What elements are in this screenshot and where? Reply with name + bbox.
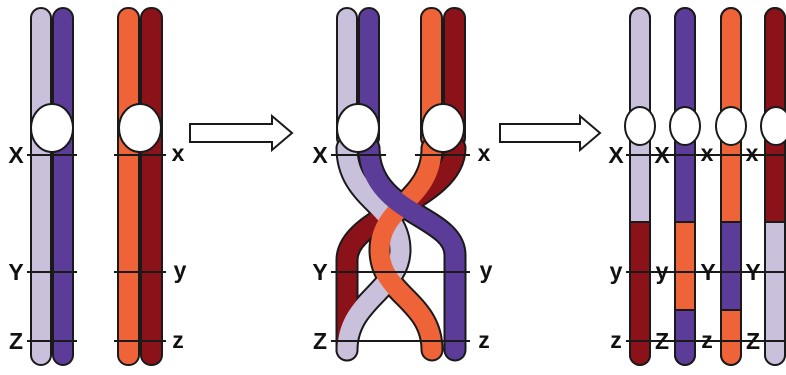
centromere bbox=[625, 107, 655, 145]
gene-label: Z bbox=[655, 328, 669, 354]
right-arrow-icon bbox=[500, 116, 600, 150]
gene-label: y bbox=[610, 258, 623, 284]
gene-label: x bbox=[701, 140, 714, 166]
gene-label: Z bbox=[746, 328, 760, 354]
gene-label: z bbox=[610, 327, 622, 353]
gene-label: z bbox=[172, 327, 184, 353]
gene-label: Z bbox=[9, 328, 23, 354]
gene-label: y bbox=[480, 257, 493, 283]
gene-label: z bbox=[478, 327, 490, 353]
gene-label: X bbox=[654, 142, 670, 168]
gene-label: Y bbox=[745, 259, 760, 285]
gene-label: X bbox=[8, 142, 24, 168]
chromatid-dark-red bbox=[141, 8, 162, 365]
gene-label: X bbox=[312, 142, 328, 168]
gene-label: x bbox=[746, 140, 759, 166]
gene-label: Y bbox=[8, 259, 23, 285]
recombinant-chromatid-3 bbox=[721, 8, 741, 365]
centromere bbox=[422, 104, 464, 152]
panel-crossing: X Y Z x y z bbox=[312, 8, 492, 354]
centromere bbox=[31, 104, 73, 152]
centromere bbox=[670, 107, 700, 145]
gene-label: Y bbox=[312, 259, 327, 285]
recombinant-chromatid-4 bbox=[765, 8, 785, 365]
chromatid-light-purple bbox=[31, 8, 51, 365]
recombinant-chromatid-1 bbox=[630, 8, 650, 365]
centromere bbox=[337, 104, 379, 152]
centromere bbox=[761, 107, 786, 145]
gene-label: Y bbox=[700, 259, 715, 285]
gene-label: X bbox=[608, 142, 624, 168]
chromosome-maternal bbox=[27, 8, 77, 365]
chromosome-paternal bbox=[114, 8, 166, 365]
chromatid-dark-purple bbox=[53, 8, 73, 365]
right-arrow-icon bbox=[190, 116, 292, 150]
gene-label: y bbox=[174, 257, 187, 283]
centromere bbox=[119, 104, 161, 152]
panel-before: X Y Z x y z bbox=[8, 8, 186, 365]
gene-label: x bbox=[172, 140, 185, 166]
gene-label: z bbox=[701, 327, 713, 353]
gene-label: Z bbox=[313, 328, 327, 354]
recombinant-chromatid-2 bbox=[675, 8, 695, 365]
gene-label: x bbox=[478, 140, 491, 166]
chromatid-orange bbox=[118, 8, 139, 365]
panel-after: X y z X y Z x Y z x Y Z bbox=[608, 8, 786, 365]
gene-label: y bbox=[656, 258, 669, 284]
centromere bbox=[716, 107, 746, 145]
